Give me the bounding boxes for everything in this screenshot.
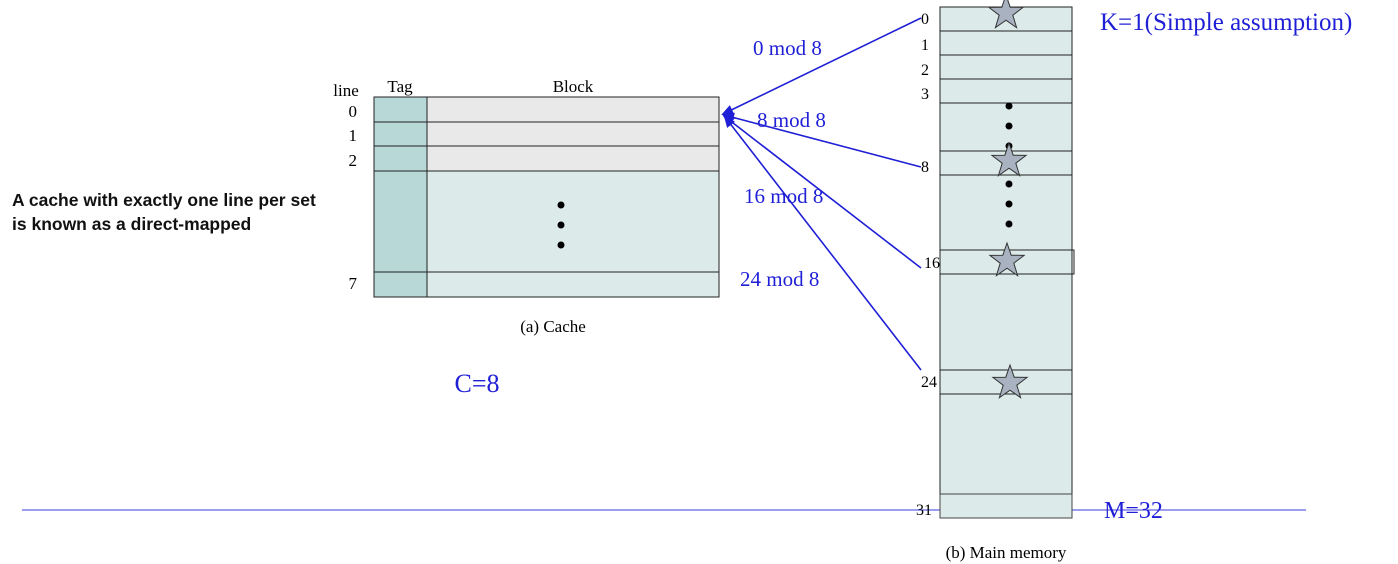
cache-row-1 bbox=[427, 122, 719, 146]
memory-block-label: 2 bbox=[921, 62, 929, 79]
ellipsis-dot bbox=[557, 221, 565, 229]
memory-block-label: 31 bbox=[916, 502, 932, 519]
star-icon bbox=[987, 0, 1025, 29]
star-icon bbox=[991, 363, 1029, 399]
mapping-label: 8 mod 8 bbox=[757, 108, 826, 132]
cache-line-label: 1 bbox=[349, 126, 358, 145]
cache-line-label: 0 bbox=[349, 102, 358, 121]
mapping-arrow bbox=[723, 115, 922, 371]
tag-header: Tag bbox=[387, 77, 413, 96]
star-icon bbox=[990, 141, 1028, 177]
memory-block-label: 16 bbox=[924, 255, 940, 272]
cache-row-2 bbox=[427, 146, 719, 171]
k-assumption-label: K=1(Simple assumption) bbox=[1100, 9, 1352, 36]
ellipsis-dot bbox=[1005, 102, 1013, 110]
ellipsis-dot bbox=[1005, 180, 1013, 188]
cache: line Tag Block 0 1 2 7 (a) Cache C=8 bbox=[333, 77, 720, 398]
memory-block-label: 3 bbox=[921, 86, 929, 103]
mapping-arrows: 0 mod 8 8 mod 8 16 mod 8 24 mod 8 bbox=[721, 17, 922, 371]
tag-column bbox=[374, 97, 427, 297]
ellipsis-dot bbox=[1005, 200, 1013, 208]
ellipsis-dot bbox=[1005, 220, 1013, 228]
mapping-label: 24 mod 8 bbox=[740, 267, 819, 291]
memory-block-label: 8 bbox=[921, 159, 929, 176]
mapping-arrow bbox=[722, 112, 922, 168]
memory-block-label: 0 bbox=[921, 11, 929, 28]
block-header: Block bbox=[553, 77, 594, 96]
mapping-arrow bbox=[721, 17, 922, 115]
memory-row-31 bbox=[939, 493, 1073, 519]
mapping-arrow bbox=[722, 114, 922, 269]
ellipsis-dot bbox=[557, 201, 565, 209]
memory-block-label: 24 bbox=[921, 374, 937, 391]
cache-line-label: 7 bbox=[349, 274, 358, 293]
cache-line-label: 2 bbox=[349, 151, 358, 170]
cache-size-label: C=8 bbox=[454, 369, 499, 398]
ellipsis-dot bbox=[1005, 122, 1013, 130]
cache-outline bbox=[373, 96, 720, 298]
ellipsis-dot bbox=[557, 241, 565, 249]
star-icon bbox=[988, 241, 1026, 277]
main-memory: 0 1 2 3 8 16 24 31 (b) Main memory M=32 … bbox=[916, 6, 1352, 562]
memory-caption: (b) Main memory bbox=[946, 543, 1067, 562]
mapped-block-stars bbox=[987, 0, 1029, 399]
definition-text: A cache with exactly one line per set is… bbox=[12, 190, 316, 234]
mapping-label: 0 mod 8 bbox=[753, 36, 822, 60]
cache-caption: (a) Cache bbox=[520, 317, 586, 336]
cache-row-0 bbox=[427, 97, 719, 122]
memory-size-label: M=32 bbox=[1104, 498, 1163, 524]
memory-block-label: 1 bbox=[921, 37, 929, 54]
mapping-label: 16 mod 8 bbox=[744, 184, 823, 208]
line-header: line bbox=[333, 81, 359, 100]
